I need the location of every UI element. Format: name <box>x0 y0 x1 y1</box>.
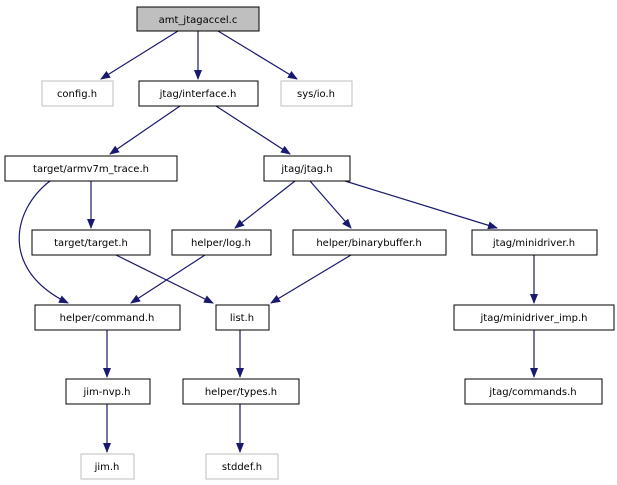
node-label: jim-nvp.h <box>82 387 130 398</box>
node-helper-log-h[interactable]: helper/log.h <box>171 229 272 256</box>
edge-target-target-to-list <box>115 254 214 304</box>
node-label: helper/command.h <box>60 313 155 324</box>
node-jtag-commands-h[interactable]: jtag/commands.h <box>464 378 603 405</box>
node-label: jim.h <box>94 462 120 473</box>
node-label: helper/types.h <box>205 387 277 398</box>
node-helper-binarybuffer-h[interactable]: helper/binarybuffer.h <box>292 229 447 256</box>
node-jtag-minidriver-imp-h[interactable]: jtag/minidriver_imp.h <box>453 304 615 331</box>
edge-amt-jtagaccel-to-sys-io <box>217 30 298 80</box>
node-jim-h: jim.h <box>80 453 135 480</box>
node-jtag-minidriver-h[interactable]: jtag/minidriver.h <box>471 229 598 256</box>
node-label: jtag/minidriver.h <box>492 238 575 249</box>
node-label: list.h <box>230 313 254 324</box>
edge-jtag-interface-to-armv7m-trace <box>109 105 181 155</box>
node-label: stddef.h <box>222 462 262 473</box>
edge-jtag-jtag-to-helper-binarybuffer <box>309 180 352 229</box>
node-list-h[interactable]: list.h <box>215 304 270 331</box>
node-helper-command-h[interactable]: helper/command.h <box>34 304 181 331</box>
node-label: helper/binarybuffer.h <box>316 238 421 249</box>
edge-armv7m-trace-to-helper-command <box>18 180 69 304</box>
node-stddef-h: stddef.h <box>205 453 279 480</box>
node-label: amt_jtagaccel.c <box>159 15 238 26</box>
node-target-armv7m-trace-h[interactable]: target/armv7m_trace.h <box>4 155 178 182</box>
node-label: helper/log.h <box>191 238 251 249</box>
edge-jtag-interface-to-jtag-jtag <box>215 105 291 155</box>
node-label: sys/io.h <box>297 89 335 100</box>
node-config-h: config.h <box>41 80 114 107</box>
node-jtag-jtag-h[interactable]: jtag/jtag.h <box>263 155 351 182</box>
node-label: target/armv7m_trace.h <box>33 164 149 175</box>
edge-amt-jtagaccel-to-config <box>100 30 179 80</box>
node-sys-io-h: sys/io.h <box>280 80 353 107</box>
node-jtag-interface-h[interactable]: jtag/interface.h <box>138 80 259 107</box>
node-label: config.h <box>57 89 97 100</box>
node-label: jtag/interface.h <box>159 89 237 100</box>
node-jim-nvp-h[interactable]: jim-nvp.h <box>65 378 151 405</box>
edge-helper-binarybuffer-to-list <box>270 254 352 304</box>
node-label: jtag/minidriver_imp.h <box>480 313 588 324</box>
node-helper-types-h[interactable]: helper/types.h <box>182 378 300 405</box>
node-target-target-h[interactable]: target/target.h <box>31 229 151 256</box>
node-label: target/target.h <box>54 238 128 249</box>
node-label: jtag/jtag.h <box>280 164 332 175</box>
node-label: jtag/commands.h <box>488 387 576 398</box>
edge-jtag-jtag-to-helper-log <box>234 180 296 229</box>
node-amt-jtagaccel-c[interactable]: amt_jtagaccel.c <box>136 6 260 32</box>
edge-helper-log-to-helper-command <box>130 254 206 304</box>
edge-jtag-jtag-to-jtag-minidriver <box>344 180 498 230</box>
